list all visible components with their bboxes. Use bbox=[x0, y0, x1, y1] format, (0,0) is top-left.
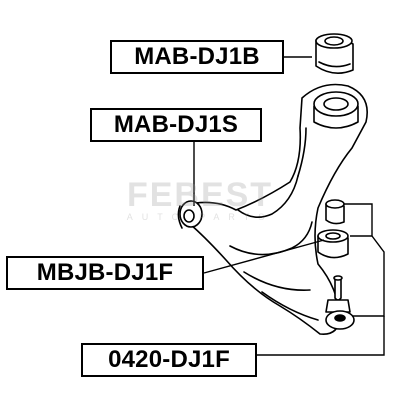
bushing-b-part bbox=[315, 33, 354, 74]
ball-joint-bushing-bracket-lower bbox=[352, 235, 385, 317]
small-bushing-lower bbox=[317, 229, 349, 259]
small-bushing-upper bbox=[325, 199, 345, 225]
part-label-ball-joint: 0420-DJ1F bbox=[81, 343, 257, 377]
ball-joint-bushing-bracket bbox=[344, 203, 373, 237]
control-arm-body bbox=[177, 83, 368, 335]
part-label-bushing-b: MAB-DJ1B bbox=[110, 40, 284, 74]
leader-line-ball-joint-bushing bbox=[203, 239, 325, 274]
part-label-bushing-s: MAB-DJ1S bbox=[90, 108, 262, 142]
ball-joint-part bbox=[325, 275, 355, 330]
part-label-ball-joint-bushing: MBJB-DJ1F bbox=[6, 256, 204, 290]
leader-line-ball-joint bbox=[257, 316, 385, 356]
